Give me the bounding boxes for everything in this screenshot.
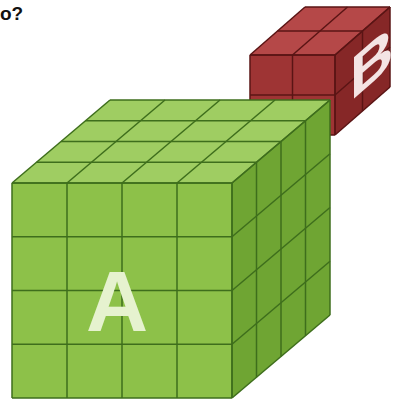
grid-line: [110, 99, 330, 101]
cube-front-face: [12, 183, 232, 398]
grid-line: [177, 100, 275, 183]
grid-line: [232, 315, 330, 398]
question-fragment: o?: [0, 4, 23, 23]
grid-line: [86, 120, 306, 122]
grid-line: [232, 261, 330, 344]
cube-grid: [12, 100, 330, 398]
grid-line: [232, 100, 330, 183]
grid-line: [61, 141, 281, 143]
grid-line: [305, 6, 390, 8]
grid-line: [278, 30, 363, 32]
large-cube: [12, 100, 330, 398]
grid-line: [305, 121, 307, 336]
grid-line: [12, 397, 232, 399]
grid-line: [329, 100, 331, 315]
grid-line: [176, 183, 178, 398]
cube-side-face: [232, 100, 330, 398]
grid-line: [232, 208, 330, 291]
cube-letter: A: [86, 258, 148, 344]
grid-line: [250, 94, 335, 96]
